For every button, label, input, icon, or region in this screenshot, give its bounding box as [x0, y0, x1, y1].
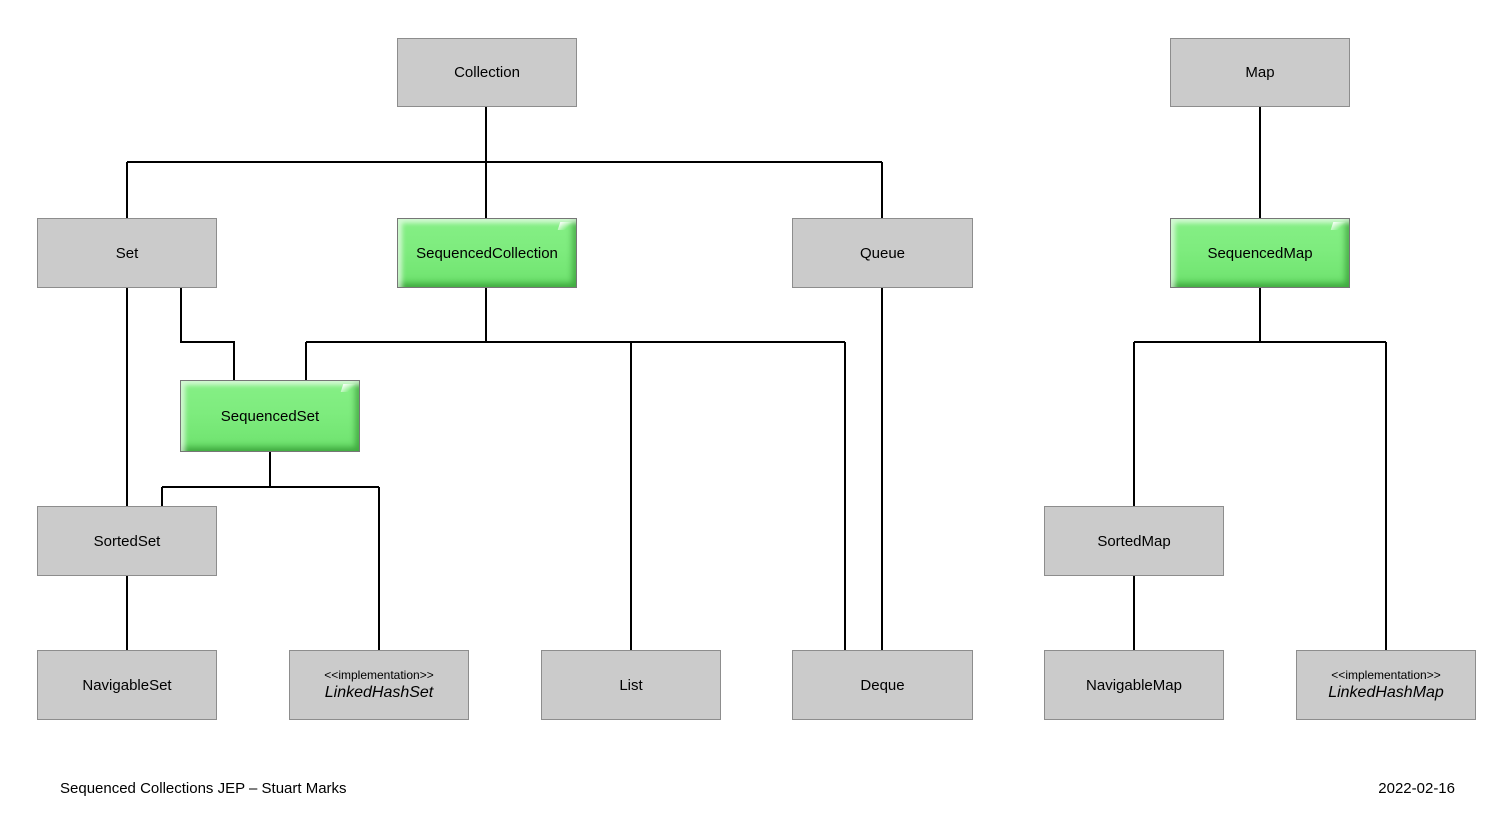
edge-set-sequencedset: [180, 288, 235, 380]
node-navigableset: NavigableSet: [37, 650, 217, 720]
node-linkedhashmap-stereotype: <<implementation>>: [1331, 667, 1441, 682]
node-queue: Queue: [792, 218, 973, 288]
node-sequencedcollection: SequencedCollection: [397, 218, 577, 288]
node-list: List: [541, 650, 721, 720]
node-sequencedmap-label: SequencedMap: [1207, 244, 1313, 262]
node-sequencedset: SequencedSet: [180, 380, 360, 452]
node-sequencedcollection-label: SequencedCollection: [416, 244, 558, 262]
node-linkedhashmap: <<implementation>> LinkedHashMap: [1296, 650, 1476, 720]
node-deque-label: Deque: [860, 676, 905, 694]
node-sequencedmap: SequencedMap: [1170, 218, 1350, 288]
node-sortedset-label: SortedSet: [93, 532, 161, 550]
footer-title: Sequenced Collections JEP – Stuart Marks: [60, 780, 347, 797]
node-sortedmap-label: SortedMap: [1097, 532, 1171, 550]
node-linkedhashset-label: LinkedHashSet: [324, 683, 434, 701]
node-map: Map: [1170, 38, 1350, 107]
node-sequencedset-label: SequencedSet: [220, 407, 320, 425]
node-collection: Collection: [397, 38, 577, 107]
node-linkedhashmap-label: LinkedHashMap: [1328, 683, 1444, 701]
node-navigablemap-label: NavigableMap: [1086, 676, 1182, 694]
node-navigablemap: NavigableMap: [1044, 650, 1224, 720]
node-collection-label: Collection: [454, 64, 520, 81]
node-navigableset-label: NavigableSet: [82, 676, 172, 694]
node-sortedset: SortedSet: [37, 506, 217, 576]
node-queue-label: Queue: [859, 244, 906, 262]
node-set: Set: [37, 218, 217, 288]
node-sortedmap: SortedMap: [1044, 506, 1224, 576]
node-linkedhashset-stereotype: <<implementation>>: [324, 667, 434, 682]
node-linkedhashset: <<implementation>> LinkedHashSet: [289, 650, 469, 720]
node-list-label: List: [619, 676, 643, 694]
node-set-label: Set: [115, 244, 139, 262]
node-map-label: Map: [1245, 64, 1275, 81]
node-deque: Deque: [792, 650, 973, 720]
footer-date: 2022-02-16: [1378, 780, 1455, 797]
